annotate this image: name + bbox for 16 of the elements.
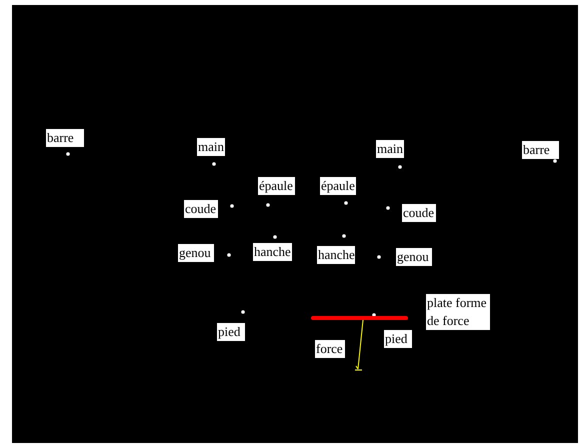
point-label: pied xyxy=(384,330,412,348)
point-label: épaule xyxy=(320,177,356,195)
point-label: genou xyxy=(178,244,214,262)
point-label: genou xyxy=(396,248,432,266)
point-label: hanche xyxy=(253,243,292,261)
point-label: hanche xyxy=(317,246,355,264)
point-label: plate forme de force xyxy=(426,294,490,330)
point-label: pied xyxy=(217,323,245,341)
point-label: coude xyxy=(402,204,436,222)
point-label: force xyxy=(315,340,345,358)
point-label: main xyxy=(376,140,404,158)
point-label: barre xyxy=(46,129,84,147)
point-label: coude xyxy=(184,200,218,218)
point-label: main xyxy=(197,138,225,156)
point-label: épaule xyxy=(258,177,295,195)
point-label: barre xyxy=(522,141,559,159)
